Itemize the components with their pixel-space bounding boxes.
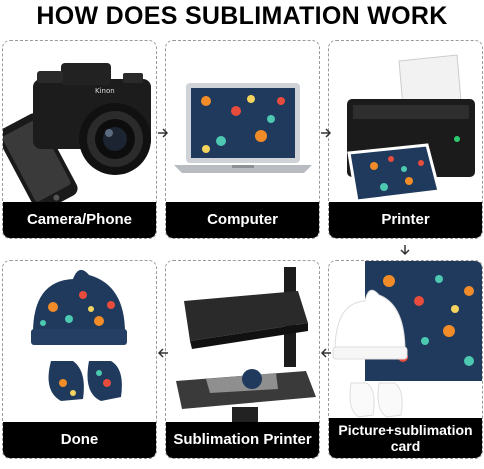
arrow-left-icon <box>320 348 331 358</box>
arrow-down-icon <box>400 245 410 256</box>
step-label: Printer <box>329 202 482 238</box>
step-computer: Computer <box>165 40 320 239</box>
arrow-right-icon <box>321 128 332 138</box>
laptop-icon <box>174 83 312 173</box>
heat-press-icon <box>176 267 316 425</box>
page-title: HOW DOES SUBLIMATION WORK <box>36 2 448 30</box>
printer-icon <box>347 54 475 203</box>
step-label: Computer <box>166 202 319 238</box>
step-printer: Printer <box>328 40 483 239</box>
step-label: Camera/Phone <box>3 202 156 238</box>
arrow-left-icon <box>157 348 168 358</box>
step-done: Done <box>2 260 157 459</box>
step-label: Sublimation Printer <box>166 422 319 458</box>
camera-phone-icon: Kinon <box>3 63 151 209</box>
step-sublimation-printer: Sublimation Printer <box>165 260 320 459</box>
step-picture-card: Picture+sublimation card <box>328 260 483 459</box>
printed-hat-icon <box>31 269 127 401</box>
step-camera-phone: Kinon Camera/Phone <box>2 40 157 239</box>
camera-brand: Kinon <box>95 87 115 95</box>
transfer-card-icon <box>332 261 482 418</box>
arrow-right-icon <box>158 128 169 138</box>
step-label: Done <box>3 422 156 458</box>
step-label: Picture+sublimation card <box>329 418 482 458</box>
